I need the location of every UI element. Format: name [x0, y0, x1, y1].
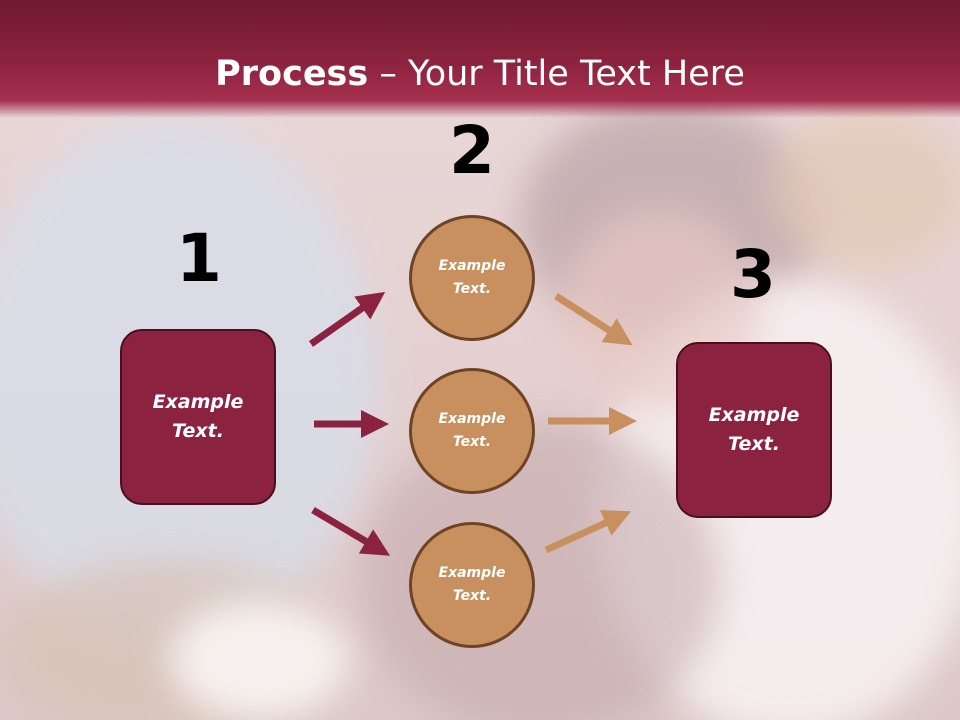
- circle-bottom-text: Example Text.: [438, 565, 506, 604]
- step-number-1: 1: [176, 220, 222, 297]
- step-3-text: Example Text.: [708, 404, 800, 455]
- circle-middle: Example Text.: [409, 368, 535, 494]
- arrow-from-bottom: [544, 510, 632, 554]
- arrow-to-bottom: [311, 506, 391, 556]
- circle-bottom: Example Text.: [409, 522, 535, 648]
- step-number-3: 3: [730, 236, 776, 313]
- circle-middle-text: Example Text.: [438, 411, 506, 450]
- circle-top: Example Text.: [409, 215, 535, 341]
- slide-title: Process – Your Title Text Here: [0, 52, 960, 96]
- step-1-box: Example Text.: [120, 329, 276, 505]
- title-bold: Process: [215, 54, 369, 94]
- title-banner: [0, 0, 960, 118]
- step-3-box: Example Text.: [676, 342, 832, 518]
- step-number-2: 2: [449, 112, 495, 189]
- title-rest: – Your Title Text Here: [368, 54, 745, 94]
- arrow-from-top: [554, 293, 633, 346]
- arrow-to-top: [308, 291, 386, 347]
- circle-top-text: Example Text.: [438, 258, 506, 297]
- step-1-text: Example Text.: [152, 391, 244, 442]
